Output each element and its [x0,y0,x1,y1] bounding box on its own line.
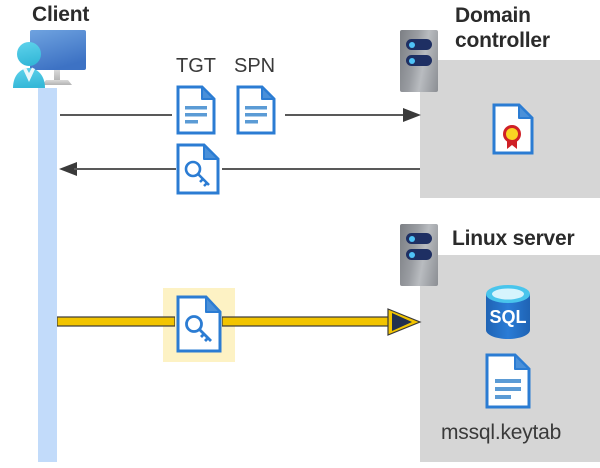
flow-line-response-right [222,168,420,170]
flow-line-request-right [285,114,405,116]
server-led-icon [409,41,415,48]
server-icon-linux-server [400,224,438,286]
client-workstation-icon [8,28,90,96]
svg-text:SQL: SQL [489,307,526,327]
domain-controller-title-line1: Domain [455,4,531,27]
linux-server-title: Linux server [452,227,575,250]
client-title: Client [32,3,90,26]
text-document-icon-spn [236,85,276,135]
key-document-icon-auth [176,295,222,353]
keytab-file-label: mssql.keytab [441,421,562,444]
server-slot [406,249,432,260]
flow-line-auth-left [57,316,175,327]
server-led-icon [409,251,415,258]
arrowhead-request-right [403,108,421,122]
server-icon-domain-controller [400,30,438,92]
flow-line-auth-right [222,308,422,336]
server-slot [406,39,432,50]
client-lifeline [38,88,57,462]
flow-line-request-left [60,114,172,116]
server-slot [406,55,432,66]
text-document-icon-keytab [485,353,531,409]
arrowhead-response-left [59,162,77,176]
spn-label: SPN [234,55,276,77]
tgt-label: TGT [176,55,216,77]
sql-database-icon: SQL [480,283,536,341]
server-led-icon [409,57,415,64]
flow-line-response-left [74,168,176,170]
server-slot [406,233,432,244]
server-led-icon [409,235,415,242]
text-document-icon-tgt [176,85,216,135]
certificate-document-icon [492,103,534,155]
domain-controller-title-line2: controller [455,29,550,52]
key-document-icon-response [176,143,220,195]
